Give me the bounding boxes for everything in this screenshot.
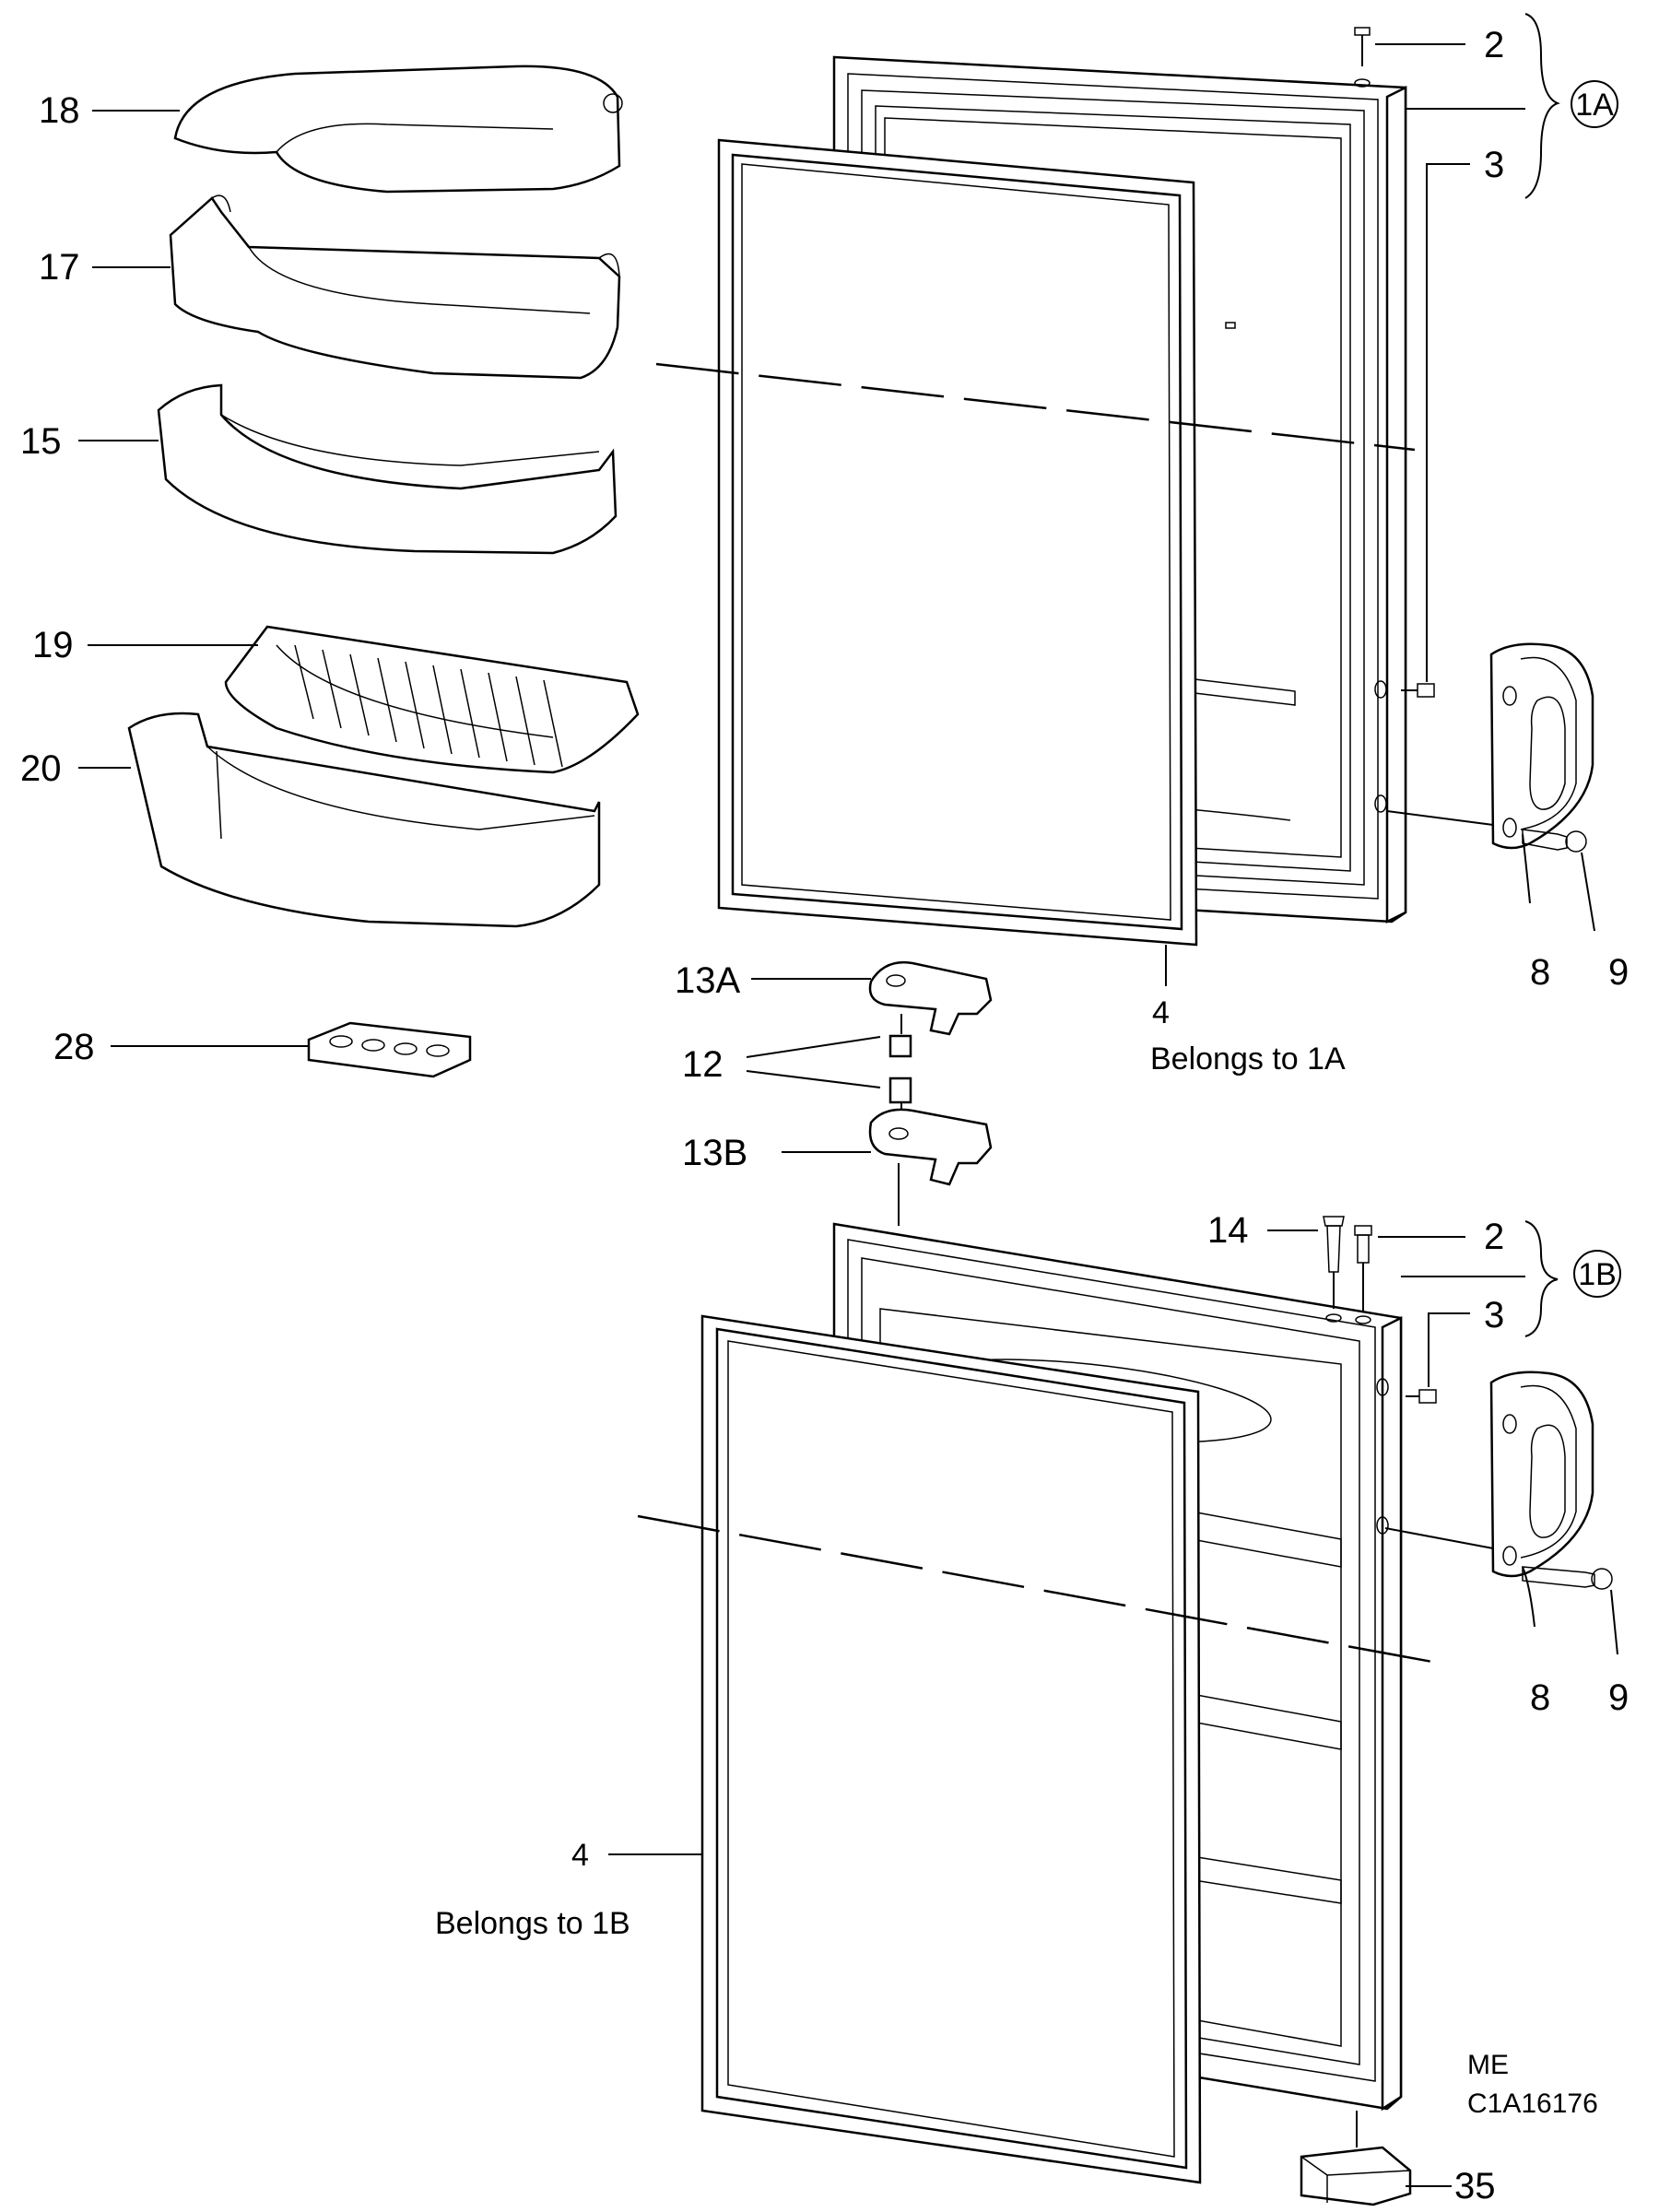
part-9-screw-upper [1522,829,1587,853]
circle-1b [1573,1250,1621,1298]
callout-20: 20 [20,748,62,789]
callout-13a: 13A [675,960,740,1001]
callout-2-lower: 2 [1484,1217,1504,1257]
callout-35: 35 [1454,2166,1496,2206]
part-8-handle-lower [1489,1371,1594,1578]
note-belongs-1a: Belongs to 1A [1150,1041,1346,1077]
leader-12-a [746,1036,881,1058]
callout-4-upper: 4 [1152,995,1170,1030]
callout-8-upper: 8 [1530,952,1550,993]
brace-1b [1524,1220,1559,1337]
part-35-hinge-cover [1300,2146,1412,2206]
part-2-screw-upper [1354,27,1371,88]
leader-3-upper [1426,163,1470,682]
callout-15: 15 [20,421,62,462]
callout-12: 12 [682,1044,724,1085]
leader-handle-mount-upper [1386,810,1494,826]
brace-1a [1524,13,1560,199]
part-13b-lower-hinge [868,1108,993,1226]
callout-4-lower: 4 [571,1838,589,1873]
part-19-bottle-rack [224,625,640,774]
upper-door-centerline [655,362,1416,452]
callout-14: 14 [1207,1210,1249,1251]
callout-3-upper: 3 [1484,145,1504,185]
callout-17: 17 [39,247,80,288]
callout-28: 28 [53,1027,95,1067]
leader-handle-mount-lower [1384,1527,1494,1549]
part-20-bottle-shelf [127,712,601,928]
part-13a-upper-hinge [868,960,993,1036]
callout-1b: 1B [1578,1257,1617,1292]
upper-door-gasket [717,138,1198,947]
part-8-handle-upper [1489,642,1594,850]
callout-1a: 1A [1575,88,1614,123]
part-12-hinge-pin [888,1014,912,1120]
drawing-code-number: C1A16176 [1467,2088,1598,2119]
part-28-egg-tray [307,1021,472,1078]
leader-3-lower [1428,1312,1470,1387]
part-18-dairy-lid [173,65,623,194]
part-9-screw-lower [1522,1566,1613,1590]
callout-18: 18 [39,90,80,131]
leader-8-lower [1522,1566,1535,1628]
drawing-code-me: ME [1467,2050,1509,2080]
part-15-door-shelf [157,383,618,555]
leader-9-upper [1581,852,1595,932]
callout-19: 19 [32,625,74,665]
circle-1a [1571,80,1618,128]
lower-door-gasket [700,1314,1202,2184]
part-2-screw-lower [1354,1225,1372,1324]
part-17-upper-door-shelf [169,194,621,380]
callout-9-lower: 9 [1608,1677,1629,1718]
leader-8-upper [1522,833,1531,904]
note-belongs-1b: Belongs to 1B [435,1906,630,1941]
callout-2-upper: 2 [1484,25,1504,65]
callout-3-lower: 3 [1484,1295,1504,1335]
callout-8-lower: 8 [1530,1677,1550,1718]
callout-13b: 13B [682,1133,747,1173]
part-3-screw-upper [1401,683,1435,698]
leader-12-b [746,1070,881,1088]
lower-door-centerline [637,1514,1443,1665]
part-14-hinge-bolt [1323,1216,1345,1323]
callout-9-upper: 9 [1608,952,1629,993]
part-3-screw-lower [1406,1389,1437,1404]
leader-9-lower [1610,1589,1618,1655]
